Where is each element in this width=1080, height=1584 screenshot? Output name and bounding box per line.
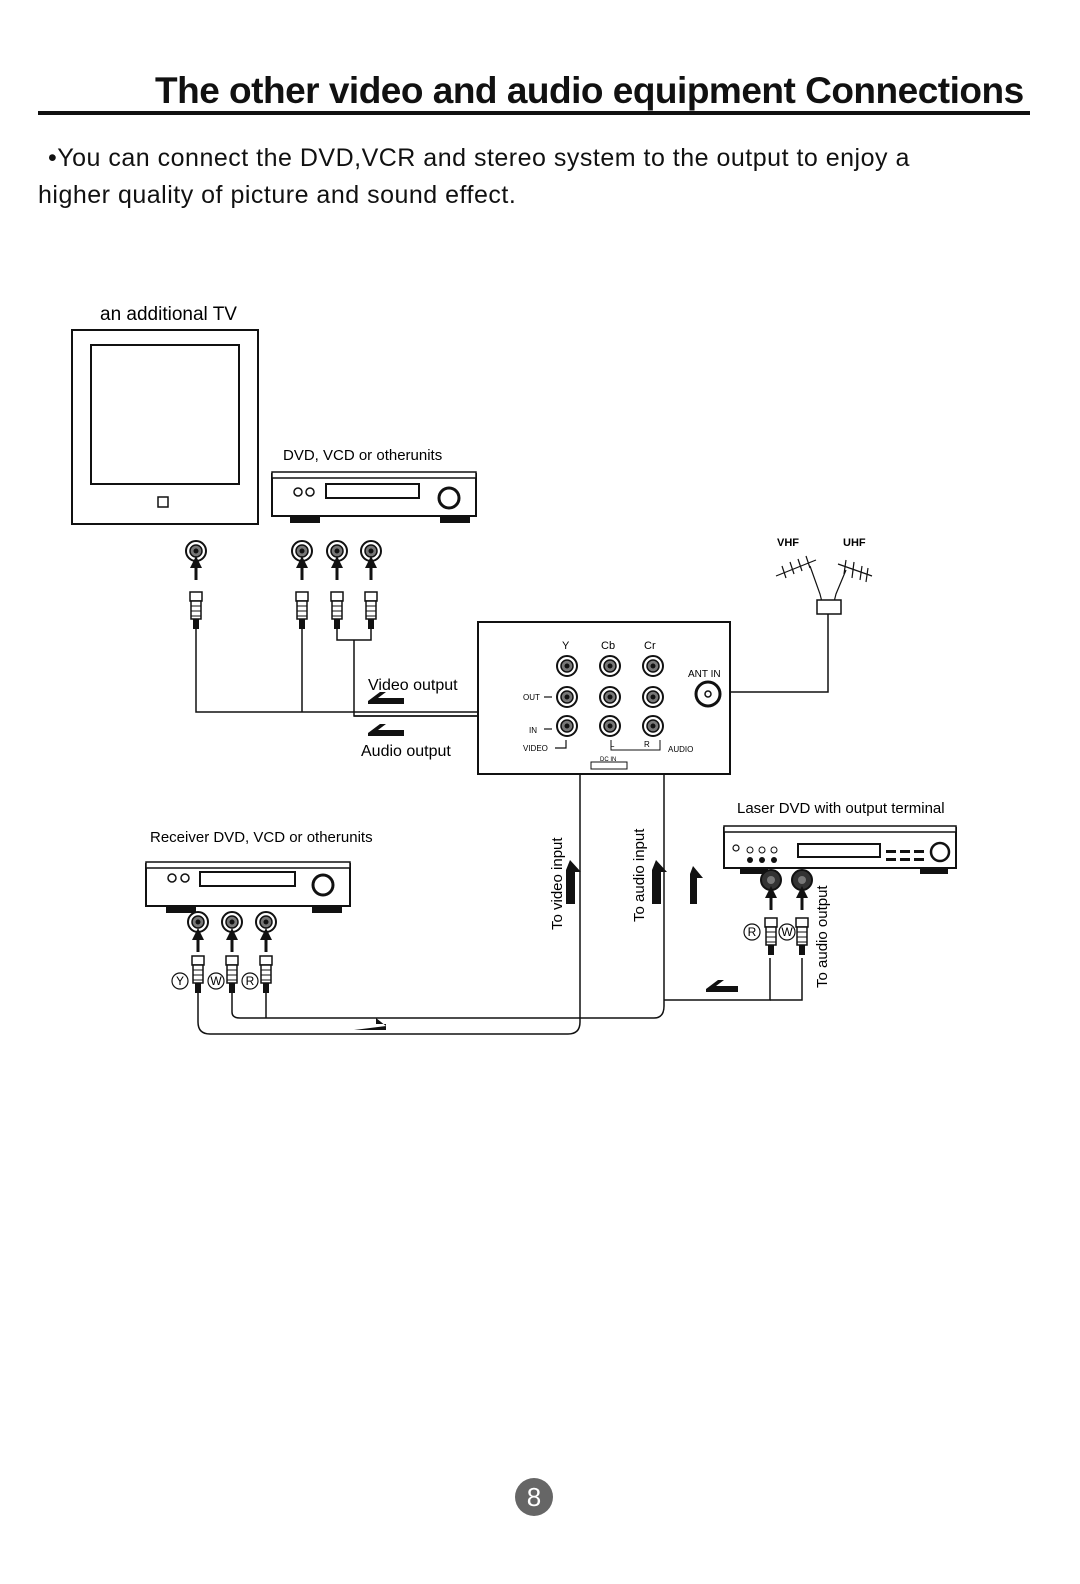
top-connectors [185, 540, 382, 630]
receiver-label: Receiver DVD, VCD or otherunits [150, 829, 373, 846]
page-title: The other video and audio equipment Conn… [155, 70, 1024, 111]
laser-plug-r-label: R [748, 925, 757, 939]
panel-label-in: IN [529, 726, 537, 735]
panel-label-cr: Cr [644, 640, 656, 652]
laser-plug-w-label: W [781, 925, 793, 939]
additional-tv: an additional TV [71, 304, 259, 525]
laser-dvd-label: Laser DVD with output terminal [737, 800, 945, 817]
audio-output-label: Audio output [361, 743, 451, 760]
plug-y-label: Y [176, 974, 184, 988]
receiver-dvd: Receiver DVD, VCD or otherunits Y W R [145, 829, 373, 994]
panel-label-dc-in: DC IN [600, 757, 616, 763]
panel-label-cb: Cb [601, 640, 615, 652]
video-output-label: Video output [368, 677, 458, 694]
panel-label-out: OUT [523, 693, 540, 702]
panel-label-ant-in: ANT IN [688, 669, 721, 680]
page-number: 8 [515, 1478, 553, 1516]
panel-label-y: Y [562, 640, 570, 652]
vhf-label: VHF [777, 537, 799, 549]
antenna: VHF UHF [775, 537, 873, 615]
uhf-label: UHF [843, 537, 866, 549]
top-dvd-player: DVD, VCD or otherunits [271, 447, 477, 523]
plug-w-label: W [210, 974, 222, 988]
panel-label-audio: AUDIO [668, 745, 693, 754]
panel-label-r: R [644, 740, 650, 749]
panel-label-l: L [610, 740, 615, 749]
intro-line-1: •You can connect the DVD,VCR and stereo … [48, 144, 910, 172]
to-audio-output-label: To audio output [814, 885, 831, 988]
plug-r-label: R [246, 974, 255, 988]
tv-rear-panel: Y Cb Cr ANT IN OUT IN VIDEO L R AUDIO DC… [477, 621, 731, 775]
title-underline [38, 111, 1030, 115]
laser-dvd-player: Laser DVD with output terminal R W [723, 800, 957, 956]
panel-label-video: VIDEO [523, 744, 548, 753]
to-audio-input-label: To audio input [631, 828, 648, 922]
intro-paragraph: •You can connect the DVD,VCR and stereo … [38, 140, 1038, 214]
direction-arrows [354, 692, 738, 1030]
to-video-input-label: To video input [549, 837, 566, 930]
intro-line-2: higher quality of picture and sound effe… [38, 181, 517, 209]
additional-tv-label: an additional TV [100, 304, 237, 325]
top-player-label: DVD, VCD or otherunits [283, 447, 442, 464]
